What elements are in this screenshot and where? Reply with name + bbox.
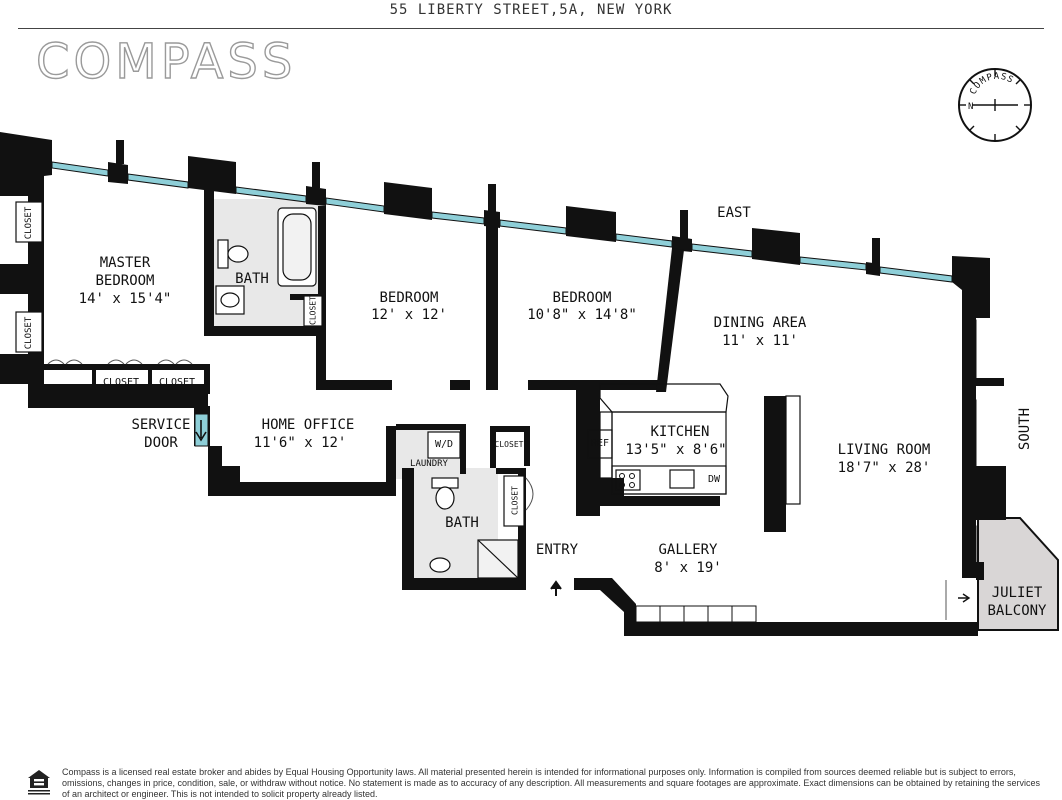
bedroom2-dims: 12' x 12' xyxy=(371,307,447,323)
compass-logo: COMPASS xyxy=(35,33,297,90)
gallery-bench xyxy=(635,605,757,623)
compass-rose-icon: N COMPASS xyxy=(958,68,1032,142)
dw-label: DW xyxy=(707,474,721,485)
door-swings xyxy=(47,359,947,620)
home-office-dims: 11'6" x 12' xyxy=(253,435,347,451)
dining-area-name: DINING AREA xyxy=(713,315,807,331)
bath1-name: BATH xyxy=(235,271,269,287)
equal-housing-icon xyxy=(28,770,50,795)
gallery-name: GALLERY xyxy=(658,542,718,558)
kitchen-name: KITCHEN xyxy=(650,424,710,440)
range-icon xyxy=(619,473,635,488)
laundry-label: LAUNDRY xyxy=(410,459,448,469)
orientation-east: EAST xyxy=(717,205,751,221)
closet-label: CLOSET xyxy=(102,377,140,388)
closet-label: CLOSET xyxy=(308,296,318,325)
header-divider xyxy=(18,28,1044,29)
living-room-name: LIVING ROOM xyxy=(837,442,931,458)
juliet-balcony-name: JULIET BALCONY xyxy=(987,585,1047,619)
closet-label: CLOSET xyxy=(494,440,524,449)
home-office-name: HOME OFFICE xyxy=(261,417,355,433)
bedroom3-dims: 10'8" x 14'8" xyxy=(527,307,637,323)
listing-address: 55 LIBERTY STREET,5A, NEW YORK xyxy=(389,2,673,18)
bedroom2-name: BEDROOM xyxy=(379,290,439,306)
juliet-balcony-area xyxy=(977,517,1059,631)
orientation-south: SOUTH xyxy=(1017,407,1033,451)
ref-label: REF xyxy=(590,438,610,449)
service-door-arrow-icon xyxy=(194,413,209,447)
closet-box xyxy=(15,201,43,243)
bedroom3-name: BEDROOM xyxy=(552,290,612,306)
entry-label: ENTRY xyxy=(535,542,579,558)
entry-arrow-icon xyxy=(550,580,562,596)
washer-dryer-box xyxy=(427,431,461,459)
kitchen-fixtures xyxy=(587,383,801,505)
dining-area-dims: 11' x 11' xyxy=(722,333,798,349)
closet-label: CLOSET xyxy=(24,316,34,350)
closet-box xyxy=(503,475,525,527)
gallery-dims: 8' x 19' xyxy=(654,560,722,576)
legal-disclaimer: Compass is a licensed real estate broker… xyxy=(62,767,1041,799)
bath2-fixtures xyxy=(429,477,519,579)
living-room-dims: 18'7" x 28' xyxy=(837,460,931,476)
wd-label: W/D xyxy=(434,439,454,450)
bath1-fixtures xyxy=(215,207,317,315)
master-bedroom-name: MASTER BEDROOM xyxy=(95,255,155,289)
closet-label: CLOSET xyxy=(24,206,34,240)
kitchen-dims: 13'5" x 8'6" xyxy=(625,442,727,458)
closet-box xyxy=(15,311,43,353)
closet-label: CLOSET xyxy=(510,486,520,515)
master-bedroom-dims: 14' x 15'4" xyxy=(78,291,172,307)
closet-label: CLOSET xyxy=(158,377,196,388)
bath2-name: BATH xyxy=(445,515,479,531)
balcony-door-arrow-icon xyxy=(958,593,971,603)
compass-north: N xyxy=(968,102,973,112)
service-door-label: SERVICE DOOR xyxy=(131,417,191,451)
closet-box xyxy=(303,295,323,327)
